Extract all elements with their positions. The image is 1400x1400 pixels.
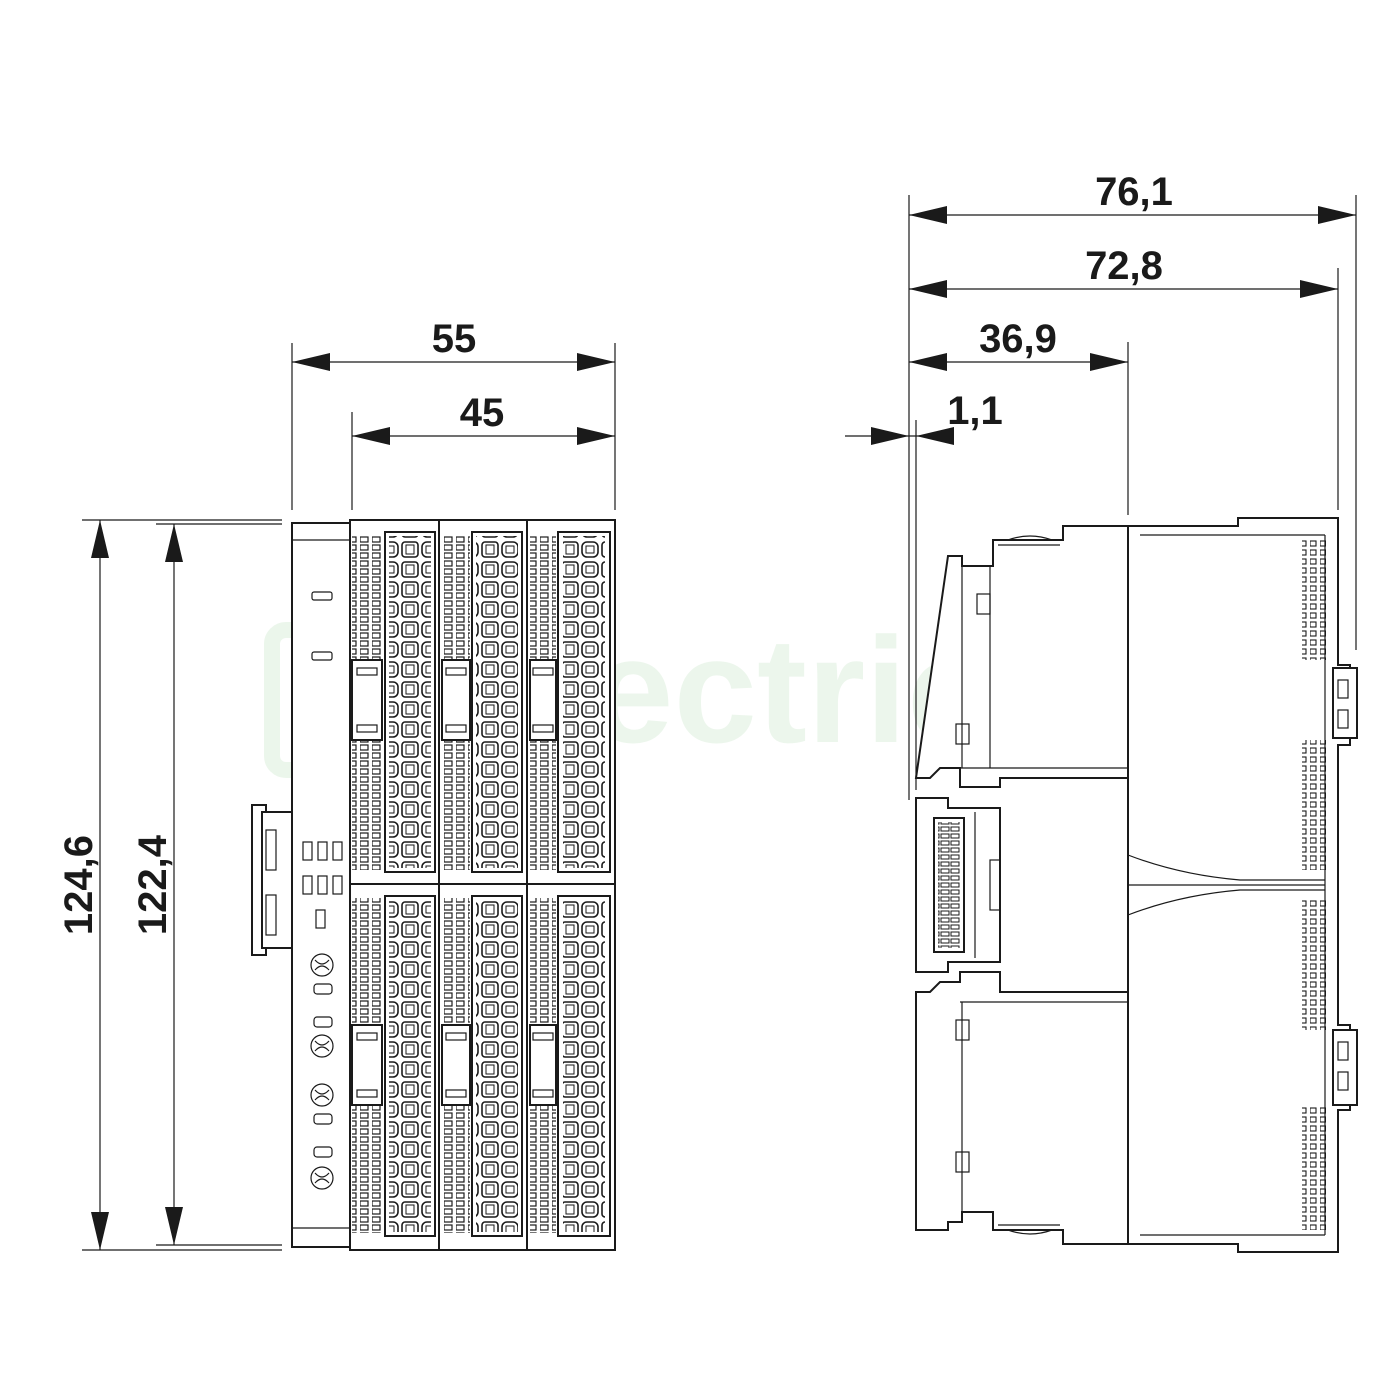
dim-connector-depth: 36,9 [979,317,1057,361]
dim-body-height: 122,4 [131,834,175,935]
upper-connector-housing [914,525,1129,788]
dim-overall-width: 55 [432,317,477,361]
terminal-blocks [349,519,616,1251]
dim-terminal-width: 45 [460,391,505,435]
lower-connector-housing [915,971,1129,1245]
dim-rail-offset: 1,1 [947,389,1003,433]
side-latches [1332,667,1358,1106]
dim-overall-depth: 76,1 [1095,170,1173,214]
base-housing [291,522,353,1248]
front-view: 55 45 124,6 122,4 [57,317,616,1251]
dim-overall-height: 124,6 [57,835,101,935]
side-view: 76,1 72,8 36,9 1,1 [845,170,1358,1253]
status-leds [302,841,343,929]
din-rail-clip [251,804,293,956]
dim-body-depth: 72,8 [1085,244,1163,288]
side-dimensions: 76,1 72,8 36,9 1,1 [845,170,1357,650]
front-dimensions: 55 45 124,6 122,4 [57,317,616,1251]
rotary-switches [310,953,334,1190]
